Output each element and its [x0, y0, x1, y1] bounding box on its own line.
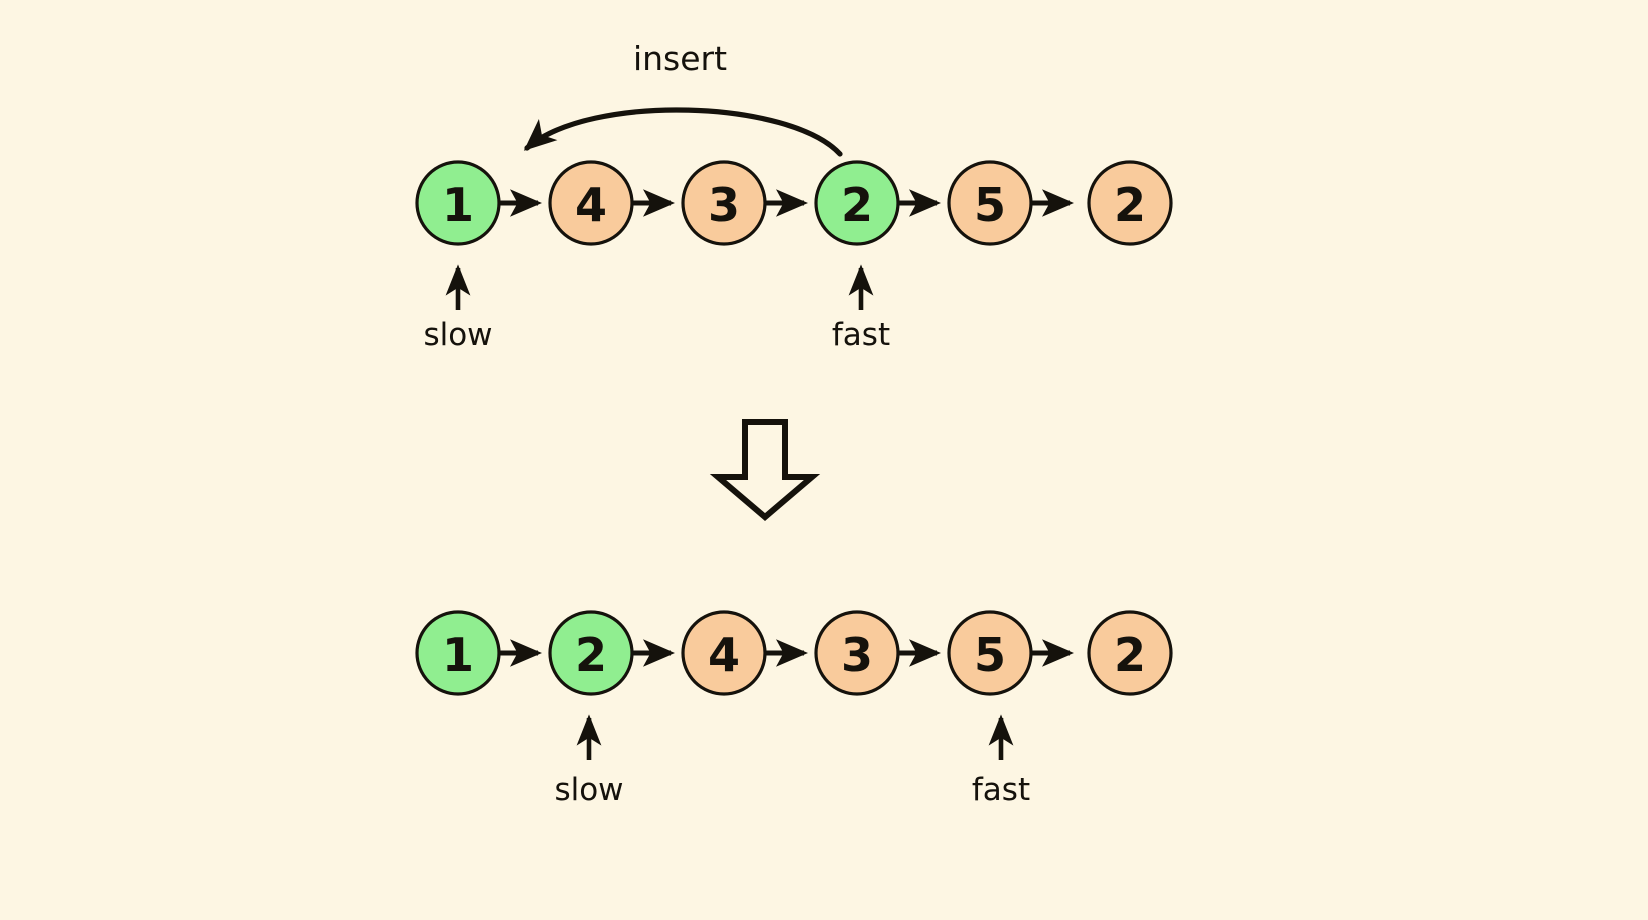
- node-value: 1: [442, 628, 474, 682]
- node-value: 2: [575, 628, 607, 682]
- node-circle: [947, 610, 1033, 696]
- pointer-before-fast: fast: [832, 264, 890, 353]
- node-after-0[interactable]: 1: [415, 610, 501, 696]
- node-value: 4: [575, 178, 607, 232]
- node-circle: [947, 160, 1033, 246]
- node-after-1[interactable]: 2: [548, 610, 634, 696]
- pointer-label: slow: [423, 317, 492, 353]
- insert-curve-arrow: [523, 107, 843, 157]
- pointer-label: fast: [972, 772, 1030, 808]
- node-circle: [681, 610, 767, 696]
- node-before-5[interactable]: 2: [1087, 160, 1173, 246]
- node-value: 2: [1114, 178, 1146, 232]
- node-circle: [548, 610, 634, 696]
- node-value: 5: [974, 628, 1006, 682]
- node-circle: [814, 610, 900, 696]
- node-before-0[interactable]: 1: [415, 160, 501, 246]
- node-value: 5: [974, 178, 1006, 232]
- node-value: 4: [708, 628, 740, 682]
- node-circle: [548, 160, 634, 246]
- pointer-label: fast: [832, 317, 890, 353]
- node-value: 2: [1114, 628, 1146, 682]
- node-before-2[interactable]: 3: [681, 160, 767, 246]
- node-value: 3: [708, 178, 740, 232]
- node-after-2[interactable]: 4: [681, 610, 767, 696]
- insert-label: insert: [633, 39, 727, 78]
- node-before-3[interactable]: 2: [814, 160, 900, 246]
- node-before-4[interactable]: 5: [947, 160, 1033, 246]
- node-circle: [1087, 610, 1173, 696]
- node-circle: [681, 160, 767, 246]
- node-value: 1: [442, 178, 474, 232]
- pointer-after-fast: fast: [972, 714, 1030, 808]
- node-circle: [415, 610, 501, 696]
- transition-block-down-arrow-icon: [709, 419, 821, 521]
- node-after-5[interactable]: 2: [1087, 610, 1173, 696]
- pointer-label: slow: [554, 772, 623, 808]
- list-after: 1 2 4 3 5 2: [415, 610, 1173, 808]
- node-circle: [1087, 160, 1173, 246]
- node-after-4[interactable]: 5: [947, 610, 1033, 696]
- node-circle: [415, 160, 501, 246]
- node-value: 3: [841, 628, 873, 682]
- list-before: 1 4 3 2 5 2: [415, 39, 1173, 353]
- pointer-before-slow: slow: [423, 264, 493, 353]
- node-before-1[interactable]: 4: [548, 160, 634, 246]
- node-value: 2: [841, 178, 873, 232]
- node-after-3[interactable]: 3: [814, 610, 900, 696]
- pointer-after-slow: slow: [554, 714, 624, 808]
- node-circle: [814, 160, 900, 246]
- insert-operation: insert: [523, 39, 843, 157]
